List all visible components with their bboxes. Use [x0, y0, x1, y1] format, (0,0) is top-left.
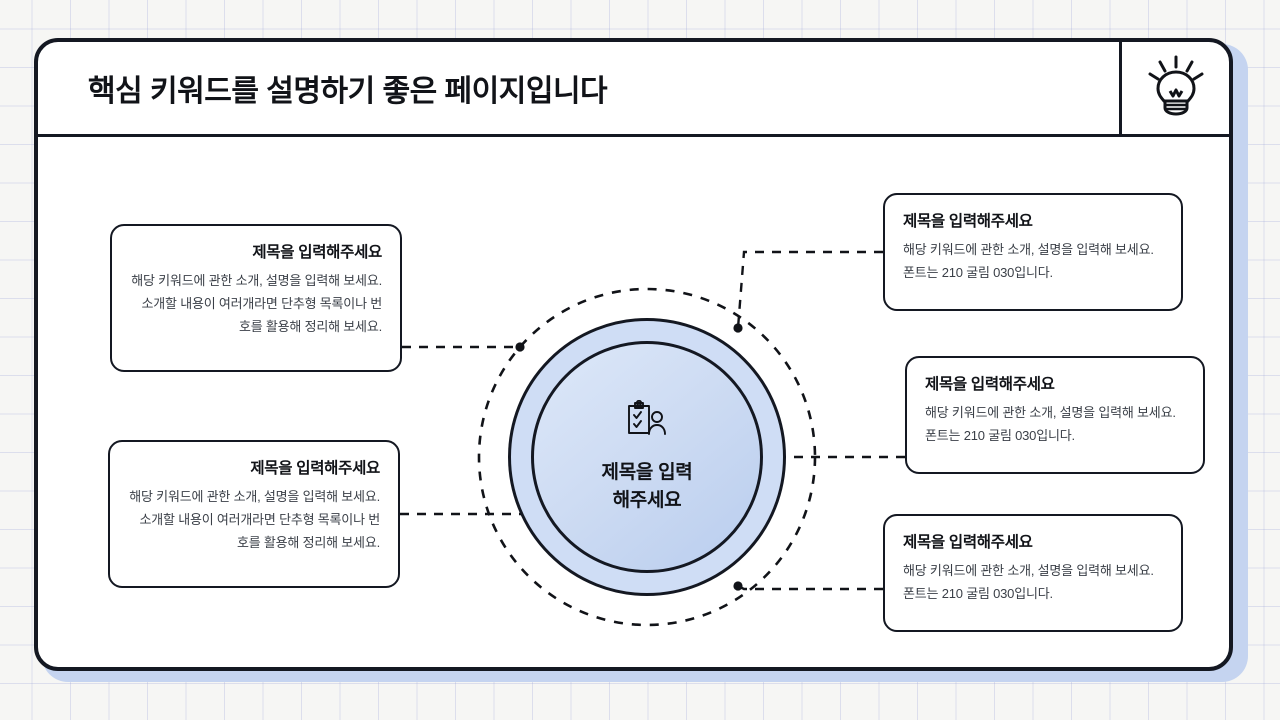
info-box-title: 제목을 입력해주세요 — [903, 534, 1033, 551]
info-box-body: 해당 키워드에 관한 소개, 설명을 입력해 보세요. 소개할 내용이 여러개라… — [129, 489, 380, 550]
center-inner-circle[interactable]: 제목을 입력 해주세요 — [531, 341, 763, 573]
info-box-body: 해당 키워드에 관한 소개, 설명을 입력해 보세요. 폰트는 210 굴림 0… — [925, 405, 1176, 443]
center-diagram: 제목을 입력 해주세요 — [479, 289, 815, 625]
clipboard-checklist-person-icon — [625, 399, 669, 447]
info-box-title: 제목을 입력해주세요 — [925, 376, 1055, 393]
info-box-left-2[interactable]: 제목을 입력해주세요 해당 키워드에 관한 소개, 설명을 입력해 보세요. 소… — [108, 440, 400, 588]
lightbulb-icon — [1148, 55, 1204, 122]
info-box-body: 해당 키워드에 관한 소개, 설명을 입력해 보세요. 폰트는 210 굴림 0… — [903, 242, 1154, 280]
info-box-left-1[interactable]: 제목을 입력해주세요 해당 키워드에 관한 소개, 설명을 입력해 보세요. 소… — [110, 224, 402, 372]
info-box-right-2[interactable]: 제목을 입력해주세요 해당 키워드에 관한 소개, 설명을 입력해 보세요. 폰… — [905, 356, 1205, 474]
slide-card: 핵심 키워드를 설명하기 좋은 페이지입니다 — [34, 38, 1233, 671]
slide-header: 핵심 키워드를 설명하기 좋은 페이지입니다 — [38, 42, 1229, 137]
info-box-title: 제목을 입력해주세요 — [252, 244, 382, 261]
header-icon-cell — [1119, 42, 1229, 134]
info-box-title: 제목을 입력해주세요 — [250, 460, 380, 477]
page-title: 핵심 키워드를 설명하기 좋은 페이지입니다 — [88, 75, 608, 108]
info-box-right-3[interactable]: 제목을 입력해주세요 해당 키워드에 관한 소개, 설명을 입력해 보세요. 폰… — [883, 514, 1183, 632]
info-box-title: 제목을 입력해주세요 — [903, 213, 1033, 230]
info-box-right-1[interactable]: 제목을 입력해주세요 해당 키워드에 관한 소개, 설명을 입력해 보세요. 폰… — [883, 193, 1183, 311]
info-box-body: 해당 키워드에 관한 소개, 설명을 입력해 보세요. 소개할 내용이 여러개라… — [131, 273, 382, 334]
slide-body: 제목을 입력 해주세요 제목을 입력해주세요 해당 키워드에 관한 소개, 설명… — [38, 137, 1229, 667]
center-label-line1: 제목을 입력 — [601, 461, 693, 483]
center-label-line2: 해주세요 — [612, 489, 682, 511]
info-box-body: 해당 키워드에 관한 소개, 설명을 입력해 보세요. 폰트는 210 굴림 0… — [903, 563, 1154, 601]
center-label: 제목을 입력 해주세요 — [602, 459, 693, 514]
